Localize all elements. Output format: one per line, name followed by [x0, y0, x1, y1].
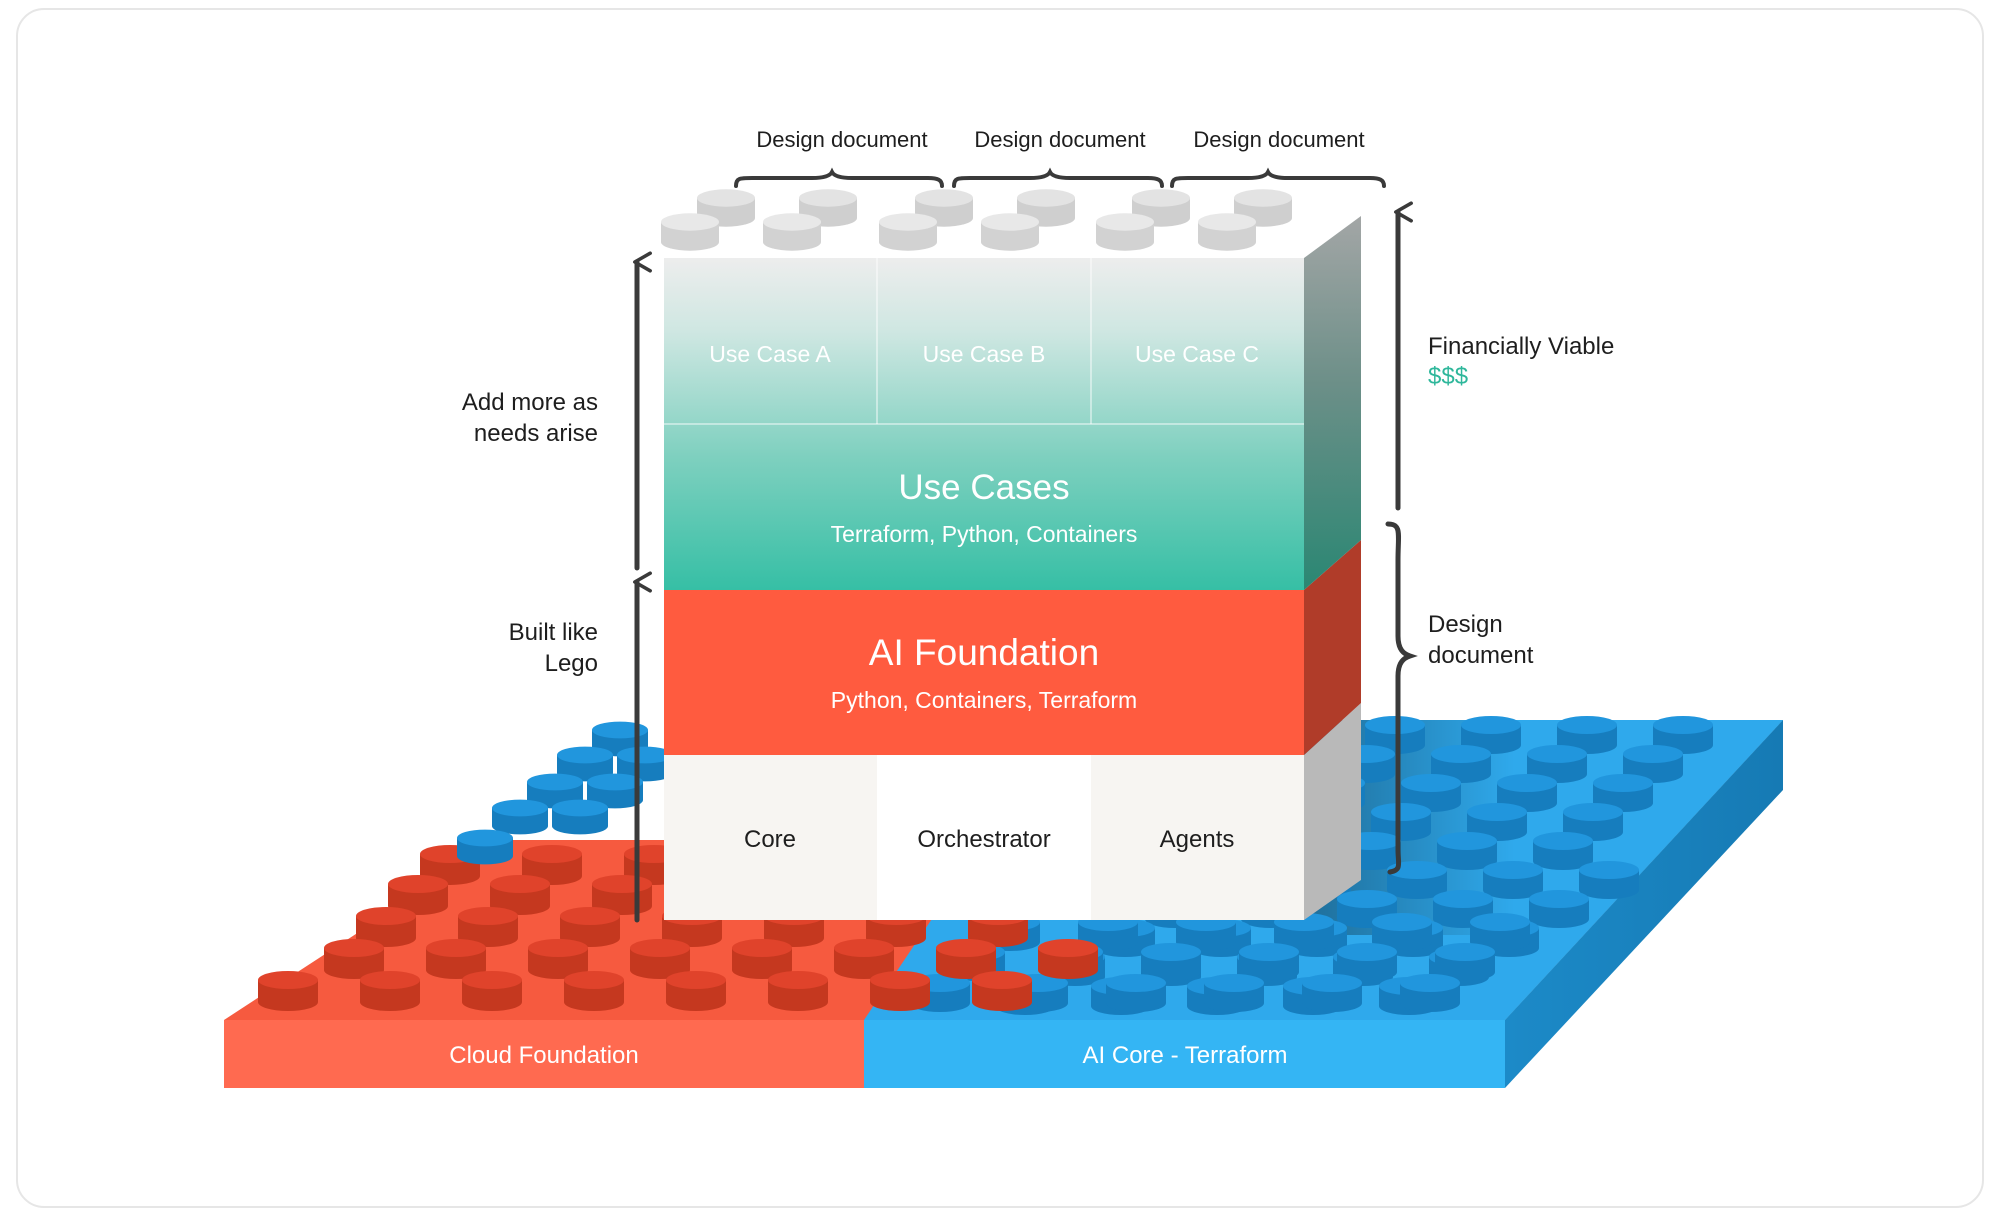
blue-stud — [1204, 974, 1264, 1012]
tower-stud — [1096, 213, 1154, 251]
use-cases-subtitle: Terraform, Python, Containers — [831, 521, 1138, 547]
red-stud — [360, 971, 420, 1011]
blue-stud — [1467, 803, 1527, 841]
tower-stud — [661, 213, 719, 251]
red-stud — [870, 971, 930, 1011]
financially-viable-value: $$$ — [1428, 363, 1468, 390]
red-stud — [560, 907, 620, 947]
use-cases-layer — [664, 258, 1304, 590]
blue-stud — [1437, 832, 1497, 870]
blue-stud — [1337, 943, 1397, 981]
red-stud — [732, 939, 792, 979]
blue-stud — [457, 829, 513, 865]
core-module-middle — [877, 755, 1091, 920]
blue-plate-side — [1505, 720, 1783, 1088]
design-document-right-line-1: Design — [1428, 611, 1503, 638]
blue-back-studs — [457, 721, 673, 865]
red-stud — [258, 971, 318, 1011]
blue-stud — [1400, 974, 1460, 1012]
blue-stud — [1529, 890, 1589, 928]
red-stud — [972, 971, 1032, 1011]
tower-stud — [763, 213, 821, 251]
red-stud — [324, 939, 384, 979]
red-stud — [490, 875, 550, 915]
red-stud — [1038, 939, 1098, 979]
use-cases-side — [1304, 216, 1361, 590]
core-module-orchestrator: Orchestrator — [917, 826, 1050, 853]
blue-stud — [617, 746, 673, 782]
red-stud — [834, 939, 894, 979]
blue-stud — [552, 799, 608, 835]
red-stud — [528, 939, 588, 979]
top-design-document-3: Design document — [1193, 127, 1364, 152]
brick-tower — [661, 189, 1361, 920]
top-design-document-2: Design document — [974, 127, 1145, 152]
ai-foundation-subtitle: Python, Containers, Terraform — [831, 687, 1137, 713]
blue-stud — [1106, 974, 1166, 1012]
red-stud — [462, 971, 522, 1011]
blue-stud — [492, 799, 549, 835]
top-brace-b — [952, 167, 1164, 188]
blue-plate-front — [864, 1020, 1505, 1088]
core-module-agents: Agents — [1160, 826, 1235, 853]
built-like-lego-line-2: Lego — [545, 650, 598, 677]
ai-foundation-layer — [664, 590, 1304, 755]
red-stud — [426, 939, 486, 979]
blue-stud — [1533, 832, 1593, 870]
tower-stud — [1198, 213, 1256, 251]
blue-stud — [527, 773, 583, 809]
blue-stud — [1557, 716, 1617, 754]
tower-stud — [981, 213, 1039, 251]
ai-core-terraform-label: AI Core - Terraform — [1083, 1042, 1288, 1069]
red-stud — [388, 875, 448, 915]
red-stud — [564, 971, 624, 1011]
blue-stud — [587, 773, 643, 809]
ai-foundation-title: AI Foundation — [869, 632, 1099, 673]
built-like-lego-line-1: Built like — [509, 619, 598, 646]
red-stud — [936, 939, 996, 979]
red-stud — [356, 907, 416, 947]
blue-plate-studs — [910, 716, 1713, 1015]
blue-stud — [1141, 943, 1201, 981]
blue-stud — [1372, 913, 1432, 951]
blue-stud — [1239, 943, 1299, 981]
red-stud — [630, 939, 690, 979]
red-stud — [458, 907, 518, 947]
red-stud — [768, 971, 828, 1011]
add-more-line-2: needs arise — [474, 420, 598, 447]
right-arrows — [1385, 201, 1418, 875]
brace-design-document — [1385, 521, 1418, 875]
blue-stud — [1435, 943, 1495, 981]
blue-stud — [1302, 974, 1362, 1012]
tower-top-studs — [661, 189, 1292, 251]
blue-stud — [1470, 913, 1530, 951]
financially-viable-label: Financially Viable — [1428, 333, 1614, 360]
top-brace-c — [1170, 167, 1386, 188]
blue-stud — [1387, 861, 1447, 899]
ai-foundation-side — [1304, 540, 1361, 755]
top-brace-a — [734, 167, 944, 188]
use-case-c-label: Use Case C — [1135, 341, 1259, 367]
top-braces — [734, 167, 1386, 188]
use-case-a-label: Use Case A — [709, 341, 831, 367]
red-stud — [666, 971, 726, 1011]
blue-stud — [1483, 861, 1543, 899]
core-module-core: Core — [744, 826, 796, 853]
add-more-line-1: Add more as — [462, 389, 598, 416]
use-case-b-label: Use Case B — [923, 341, 1046, 367]
core-layer-side — [1304, 703, 1361, 920]
cloud-foundation-label: Cloud Foundation — [449, 1042, 638, 1069]
blue-stud — [557, 746, 614, 782]
red-plate-front — [224, 1020, 864, 1088]
tower-stud — [879, 213, 937, 251]
design-document-right-line-2: document — [1428, 642, 1534, 669]
use-cases-title: Use Cases — [898, 468, 1069, 507]
top-design-document-1: Design document — [756, 127, 927, 152]
blue-stud — [1579, 861, 1639, 899]
